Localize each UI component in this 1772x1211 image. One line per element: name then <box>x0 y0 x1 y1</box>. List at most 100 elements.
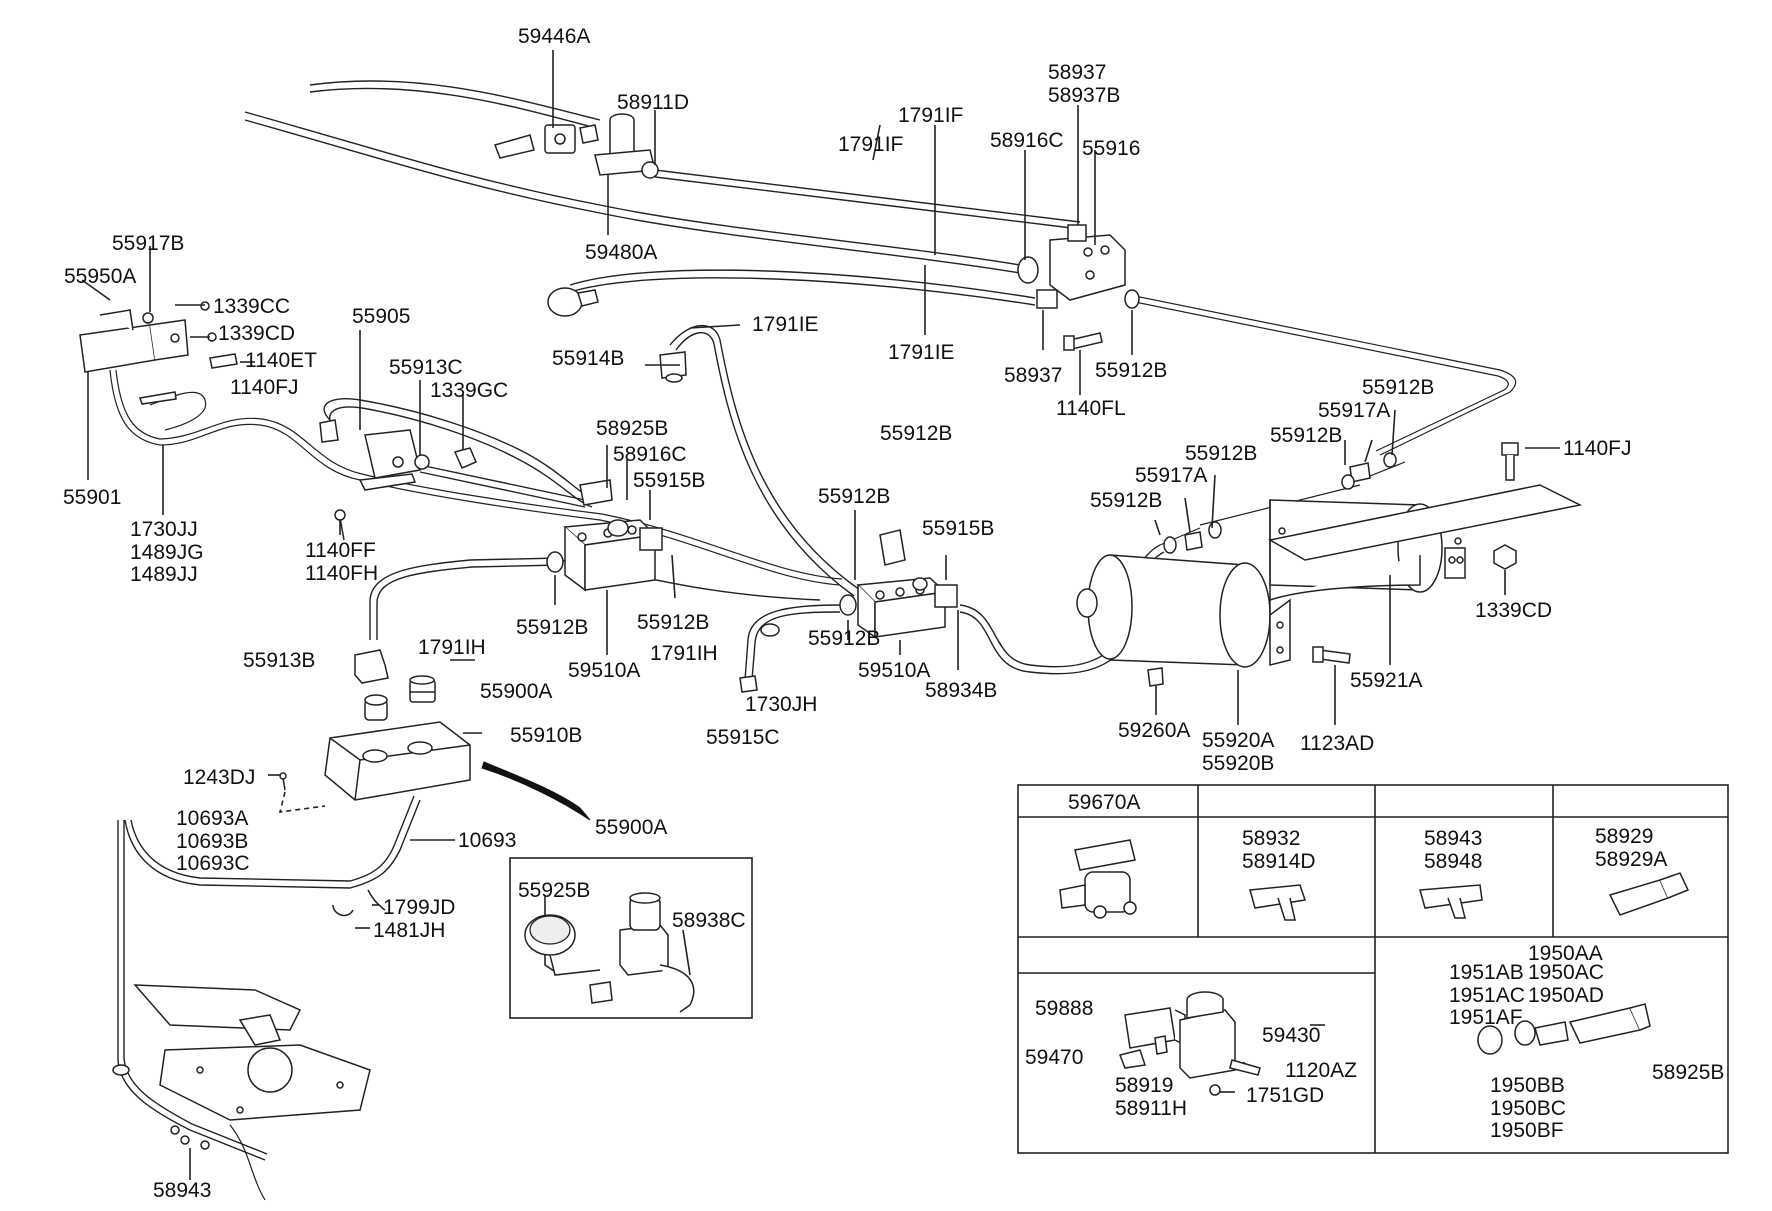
label-1791IF-a: 1791IF <box>898 104 964 127</box>
label-1243DJ: 1243DJ <box>183 766 256 789</box>
label-55917B: 55917B <box>112 232 185 255</box>
label-1730JH: 1730JH <box>745 693 818 716</box>
label-55915B-b: 55915B <box>922 517 995 540</box>
legend-58914D: 58914D <box>1242 849 1316 873</box>
legend-58929A: 58929A <box>1595 847 1668 871</box>
legend-58919: 58919 <box>1115 1074 1174 1097</box>
label-58937-group: 58937 58937B <box>1048 61 1121 107</box>
label-55913C: 55913C <box>389 356 463 379</box>
legend-1120AZ: 1120AZ <box>1285 1059 1357 1082</box>
legend-59888: 59888 <box>1035 997 1094 1020</box>
label-1123AD: 1123AD <box>1300 732 1375 755</box>
label-55912B-6: 55912B <box>1090 489 1163 512</box>
label-1730JJ-group: 1730JJ 1489JG 1489JJ <box>130 518 204 587</box>
label-1791IF-b: 1791IF <box>838 133 904 156</box>
label-58937: 58937 <box>1048 61 1107 84</box>
legend-1951AC: 1951AC <box>1449 983 1525 1007</box>
legend-58919-group: 58919 58911H <box>1115 1074 1188 1120</box>
label-58937-low: 58937 <box>1004 364 1063 387</box>
label-55915C: 55915C <box>706 726 780 749</box>
label-10693A: 10693A <box>176 807 249 830</box>
label-55905: 55905 <box>352 305 411 328</box>
label-10693C: 10693C <box>176 852 250 876</box>
legend-58911H: 58911H <box>1115 1096 1188 1120</box>
label-10693: 10693 <box>458 829 517 852</box>
label-1140FJ-right: 1140FJ <box>1563 437 1632 460</box>
legend-58932: 58932 <box>1242 827 1301 850</box>
label-58943-bottom: 58943 <box>153 1179 212 1202</box>
label-55901: 55901 <box>63 486 122 509</box>
label-1140FF-group: 1140FF 1140FH <box>305 539 379 585</box>
label-1799JD: 1799JD <box>383 896 456 919</box>
label-1140FJ-left: 1140FJ <box>230 376 299 399</box>
legend-1951AF: 1951AF <box>1449 1006 1523 1030</box>
legend-59470: 59470 <box>1025 1046 1084 1069</box>
legend-58948: 58948 <box>1424 849 1483 873</box>
label-55917A-top: 55917A <box>1318 399 1391 422</box>
legend-58929: 58929 <box>1595 825 1654 848</box>
label-1489JJ: 1489JJ <box>130 563 198 587</box>
label-55912B-2: 55912B <box>818 485 891 508</box>
label-55900A-top: 55900A <box>480 680 553 703</box>
label-55912B-4: 55912B <box>1270 424 1343 447</box>
label-55950A: 55950A <box>64 265 137 288</box>
legend-1950AC-group: 1950AC 1950AD <box>1528 961 1604 1007</box>
label-1791IE-a: 1791IE <box>752 313 819 336</box>
label-1791IH-a: 1791IH <box>418 636 486 659</box>
legend-1950AA: 1950AA <box>1528 942 1603 965</box>
label-55912B-7: 55912B <box>516 616 589 639</box>
label-55914B: 55914B <box>552 347 625 370</box>
label-1339GC: 1339GC <box>430 379 509 402</box>
legend-59430: 59430 <box>1262 1024 1321 1047</box>
legend-1950AD: 1950AD <box>1528 983 1604 1007</box>
label-58938C: 58938C <box>672 909 746 932</box>
label-1339CD-right: 1339CD <box>1475 599 1553 622</box>
component-parts <box>79 113 1583 1201</box>
label-58916C-mid: 58916C <box>613 443 687 466</box>
label-59510A-b: 59510A <box>858 659 931 682</box>
label-58937B: 58937B <box>1048 83 1121 107</box>
label-1481JH: 1481JH <box>373 919 446 942</box>
legend-1950BF: 1950BF <box>1490 1119 1564 1143</box>
label-55912B-1: 55912B <box>880 422 953 445</box>
label-55921A: 55921A <box>1350 669 1423 692</box>
label-1140FL: 1140FL <box>1056 397 1126 420</box>
label-55912B-9: 55912B <box>808 627 881 650</box>
label-58925B-mid: 58925B <box>596 417 669 440</box>
legend-58929-group: 58929 58929A <box>1595 825 1668 871</box>
label-59510A-a: 59510A <box>568 659 641 682</box>
legend-1951-group: 1951AB 1951AC 1951AF <box>1449 961 1525 1030</box>
label-1489JG: 1489JG <box>130 540 204 564</box>
label-59446A: 59446A <box>518 25 591 48</box>
label-55912B-top: 55912B <box>1095 359 1168 382</box>
legend-58932-group: 58932 58914D <box>1242 827 1316 873</box>
label-55910B: 55910B <box>510 724 583 747</box>
label-55913B: 55913B <box>243 649 316 672</box>
label-1339CC: 1339CC <box>213 295 291 318</box>
main-pipe-runs <box>109 80 1517 681</box>
label-1730JJ: 1730JJ <box>130 518 198 541</box>
legend-58943: 58943 <box>1424 827 1483 850</box>
label-55900A-mid: 55900A <box>595 816 668 839</box>
leader-lines <box>81 50 1560 1180</box>
legend-1950AC: 1950AC <box>1528 961 1604 984</box>
label-58911D: 58911D <box>617 91 690 114</box>
detail-box-55900A <box>509 857 753 1019</box>
label-1791IE-b: 1791IE <box>888 341 955 364</box>
label-1339CD-left: 1339CD <box>218 322 296 345</box>
label-1140FH: 1140FH <box>305 561 379 585</box>
legend-1950BC: 1950BC <box>1490 1096 1566 1120</box>
legend-58925B: 58925B <box>1652 1061 1725 1084</box>
label-55925B: 55925B <box>518 879 591 902</box>
label-58934B: 58934B <box>925 679 998 702</box>
label-55920-group: 55920A 55920B <box>1202 729 1275 775</box>
label-55912B-8: 55912B <box>637 611 710 634</box>
legend-1751GD: 1751GD <box>1246 1084 1325 1107</box>
label-55915B-a: 55915B <box>633 469 706 492</box>
label-55920B: 55920B <box>1202 751 1275 775</box>
label-55916: 55916 <box>1082 137 1141 160</box>
label-58916C-top: 58916C <box>990 129 1064 152</box>
label-1140FF: 1140FF <box>305 539 376 562</box>
label-55920A: 55920A <box>1202 729 1275 752</box>
